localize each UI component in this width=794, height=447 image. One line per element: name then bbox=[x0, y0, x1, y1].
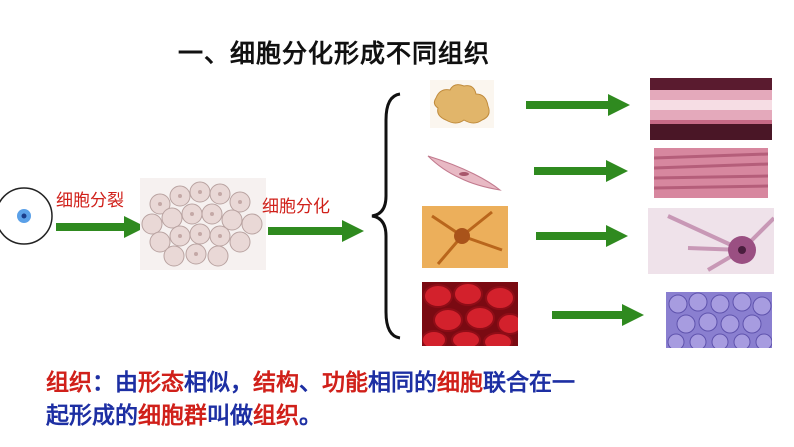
definition-line-1: 组织：由形态相似，结构、功能相同的细胞联合在一 bbox=[46, 367, 686, 400]
tissue-image-4-raw bbox=[422, 282, 518, 346]
definition-segment: 联合在一 bbox=[483, 370, 575, 396]
definition-segment: 。 bbox=[299, 403, 322, 429]
cell-cluster-image bbox=[140, 178, 266, 270]
definition-segment: 起形成的 bbox=[46, 403, 138, 429]
page-title: 一、细胞分化形成不同组织 bbox=[178, 39, 491, 68]
definition-line-2: 起形成的细胞群叫做组织。 bbox=[46, 400, 686, 433]
cell-differentiation-label: 细胞分化 bbox=[262, 197, 330, 217]
definition-segment: 结构 bbox=[253, 370, 299, 396]
definition-segment: ：由 bbox=[92, 370, 138, 396]
brace-symbol bbox=[371, 92, 401, 340]
tissue-image-3-raw bbox=[422, 206, 508, 268]
definition-segment: 组织 bbox=[46, 370, 92, 396]
definition-segment: 形态 bbox=[138, 370, 184, 396]
definition-segment: 、 bbox=[299, 370, 322, 396]
definition-segment: 相同的 bbox=[368, 370, 437, 396]
definition-segment: 组织 bbox=[253, 403, 299, 429]
definition-segment: 相似， bbox=[184, 370, 253, 396]
single-cell-image bbox=[0, 187, 53, 245]
tissue-image-2-raw bbox=[424, 150, 504, 194]
tissue-image-2 bbox=[654, 148, 768, 198]
tissue-image-3 bbox=[648, 208, 774, 274]
definition-segment: 细胞 bbox=[437, 370, 483, 396]
tissue-definition: 组织：由形态相似，结构、功能相同的细胞联合在一 起形成的细胞群叫做组织。 bbox=[46, 367, 686, 433]
definition-segment: 细胞群 bbox=[138, 403, 207, 429]
definition-segment: 功能 bbox=[322, 370, 368, 396]
cell-division-label: 细胞分裂 bbox=[56, 191, 124, 211]
tissue-image-1-raw bbox=[430, 80, 494, 128]
tissue-image-4 bbox=[666, 292, 772, 348]
definition-segment: 叫做 bbox=[207, 403, 253, 429]
tissue-image-1 bbox=[650, 78, 772, 140]
